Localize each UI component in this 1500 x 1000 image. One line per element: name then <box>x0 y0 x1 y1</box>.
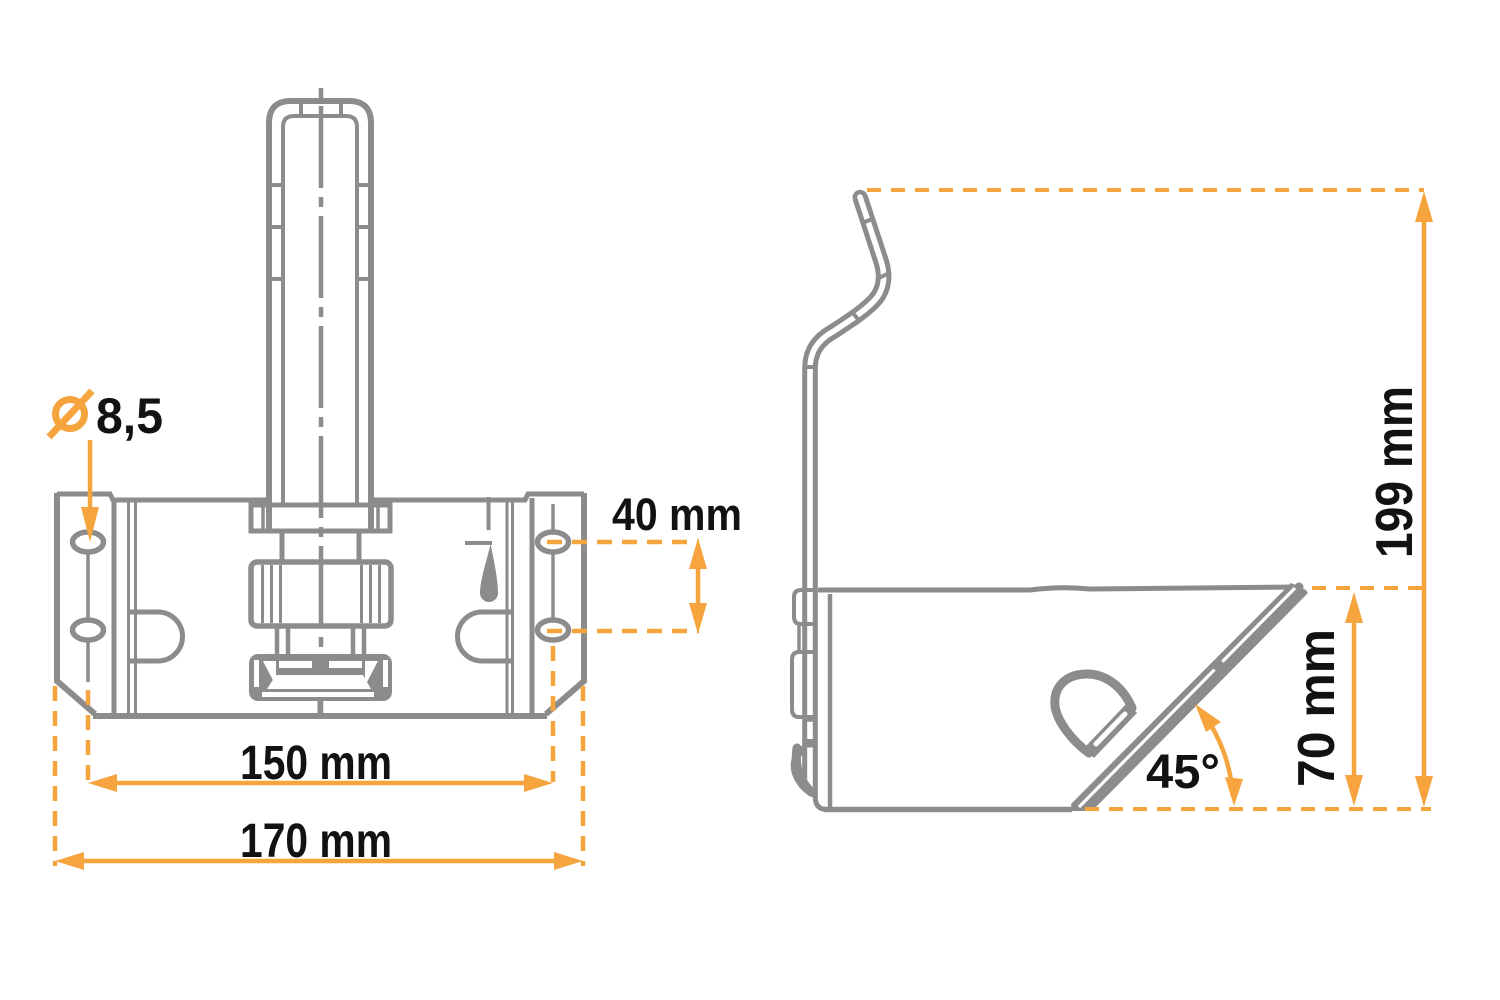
svg-text:170 mm: 170 mm <box>240 815 392 868</box>
svg-text:8,5: 8,5 <box>96 388 163 444</box>
svg-text:45°: 45° <box>1146 746 1220 799</box>
svg-text:70 mm: 70 mm <box>1288 629 1346 787</box>
svg-text:199 mm: 199 mm <box>1366 386 1424 558</box>
svg-text:150 mm: 150 mm <box>240 737 392 790</box>
svg-text:40 mm: 40 mm <box>612 489 742 540</box>
